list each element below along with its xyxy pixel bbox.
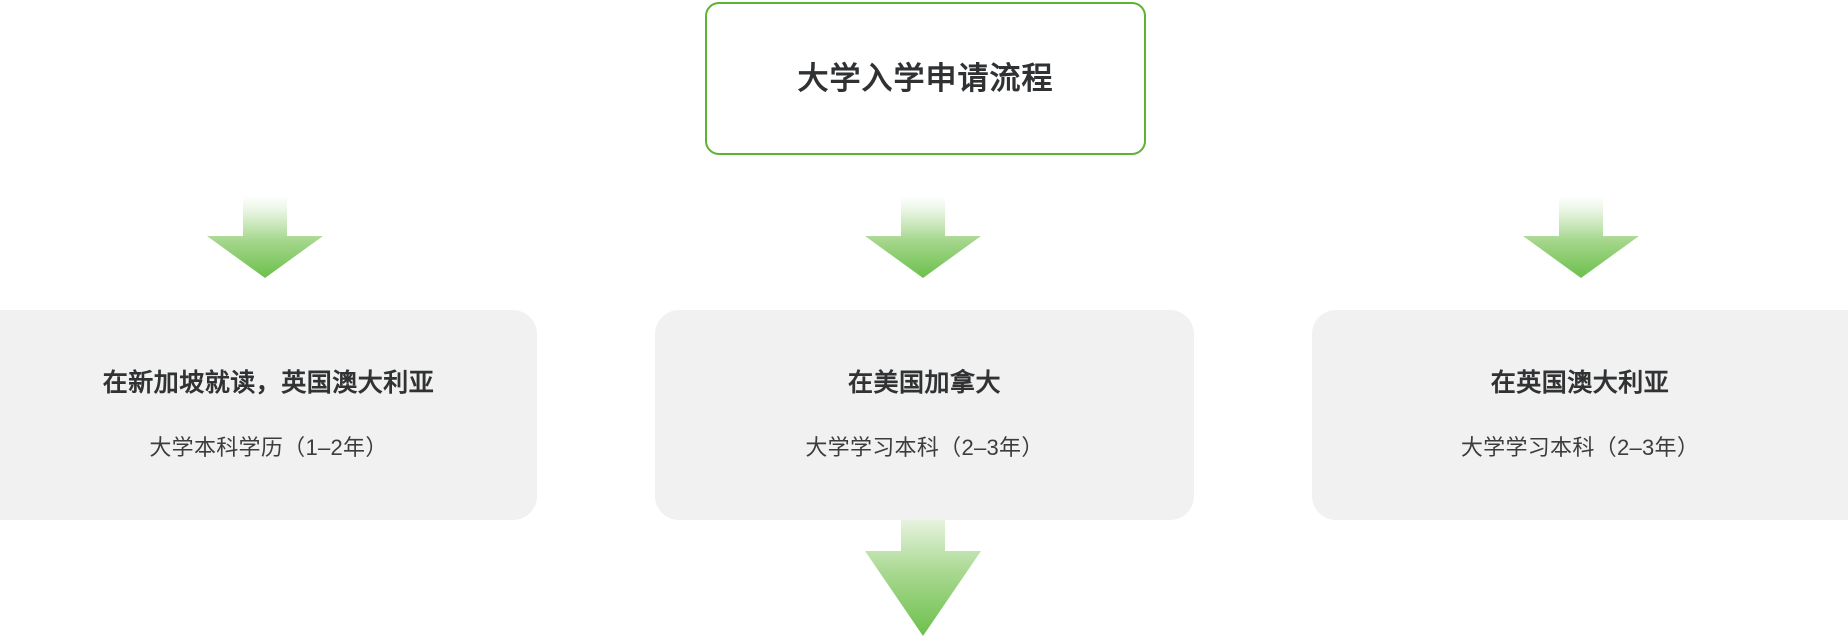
stage-card-1-subtitle: 大学本科学历（1–2年）: [149, 434, 388, 460]
stage-card-1: 在新加坡就读，英国澳大利亚 大学本科学历（1–2年）: [0, 310, 537, 520]
down-arrow-icon: [1523, 196, 1639, 278]
flowchart-title-text: 大学入学申请流程: [797, 60, 1054, 96]
down-arrow-icon: [207, 196, 323, 278]
down-arrow-icon: [865, 470, 981, 636]
flowchart-title-card: 大学入学申请流程: [705, 2, 1146, 155]
stage-card-2: 在美国加拿大 大学学习本科（2–3年）: [655, 310, 1194, 520]
stage-card-3: 在英国澳大利亚 大学学习本科（2–3年）: [1312, 310, 1848, 520]
stage-card-3-title: 在英国澳大利亚: [1490, 369, 1670, 398]
stage-card-1-title: 在新加坡就读，英国澳大利亚: [102, 369, 435, 398]
stage-card-3-subtitle: 大学学习本科（2–3年）: [1460, 434, 1700, 460]
stage-card-2-subtitle: 大学学习本科（2–3年）: [805, 434, 1044, 460]
stage-card-2-title: 在美国加拿大: [847, 369, 1001, 398]
down-arrow-icon: [865, 196, 981, 278]
